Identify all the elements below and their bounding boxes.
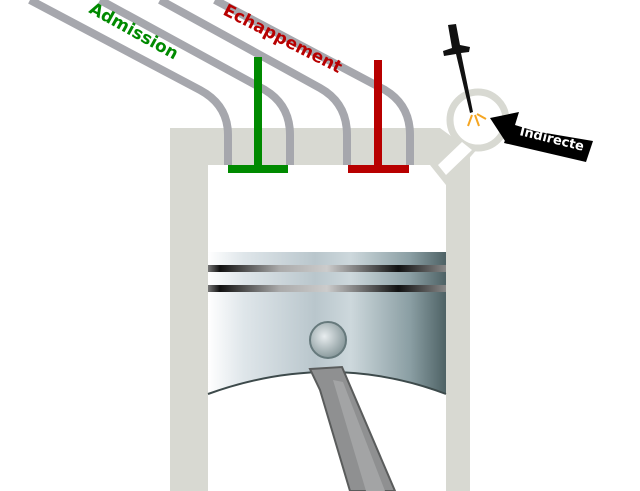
piston-ring	[208, 265, 446, 272]
intake-pipe-outer	[28, 0, 232, 165]
piston	[207, 252, 447, 395]
piston-ring	[208, 285, 446, 292]
fuel-spray	[467, 113, 487, 127]
piston-pin	[309, 321, 347, 359]
intake-pipe-inner	[98, 0, 294, 165]
exhaust-pipe-inner	[213, 0, 414, 165]
injector-icon	[443, 24, 487, 127]
exhaust-pipe-outer	[158, 0, 351, 165]
connecting-rod	[308, 365, 397, 491]
intake-valve	[228, 57, 288, 173]
exhaust-valve	[348, 60, 409, 173]
pipes	[28, 0, 414, 165]
indirect-arrow: Indirecte	[490, 112, 593, 162]
cylinder-block	[170, 88, 510, 491]
